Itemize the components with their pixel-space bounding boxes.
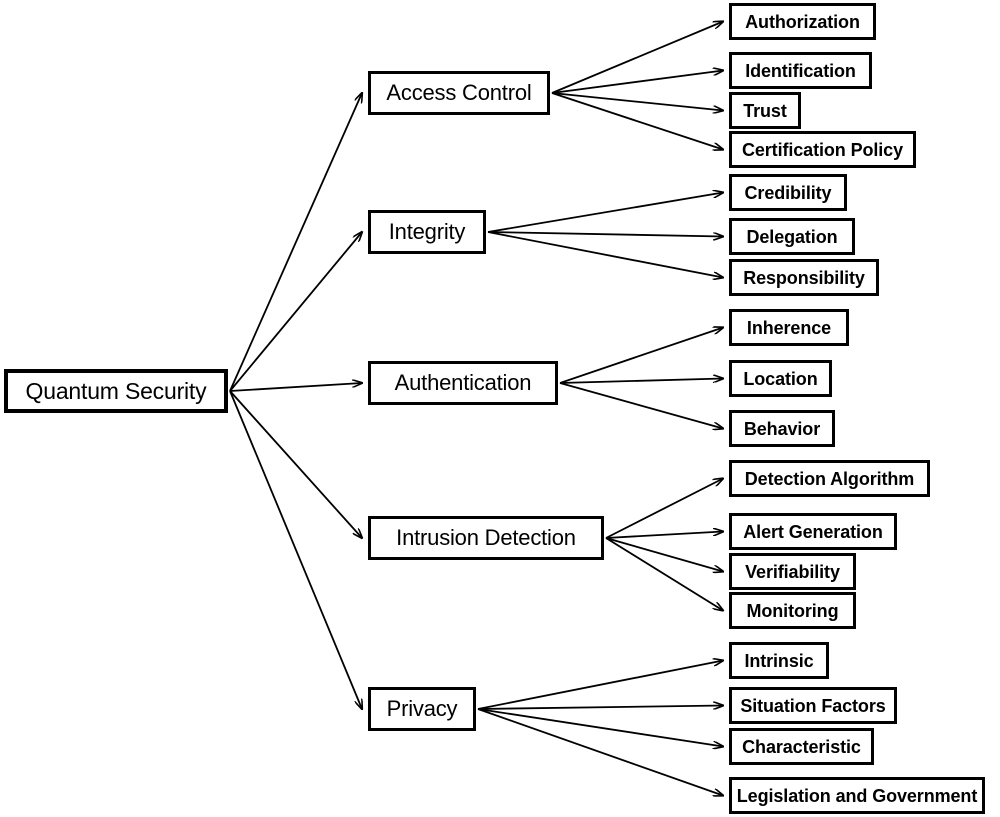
node-label: Alert Generation — [743, 521, 883, 542]
edge-authentication-to-inherence — [559, 328, 723, 384]
edge-intrusion-detection-to-verifiability — [605, 537, 723, 572]
root-node-quantum-security[interactable]: Quantum Security — [4, 369, 228, 413]
node-label: Detection Algorithm — [744, 468, 915, 489]
node-label: Quantum Security — [25, 377, 207, 404]
node-label: Situation Factors — [740, 695, 886, 716]
node-label: Access Control — [386, 80, 532, 105]
edge-access-control-to-trust — [551, 92, 723, 111]
leaf-node-identification[interactable]: Identification — [729, 52, 872, 89]
edge-intrusion-detection-to-monitoring — [605, 537, 723, 611]
node-label: Privacy — [386, 696, 458, 721]
edge-intrusion-detection-to-alert-generation — [605, 532, 723, 539]
leaf-node-trust[interactable]: Trust — [729, 92, 801, 129]
leaf-node-delegation[interactable]: Delegation — [729, 218, 855, 255]
leaf-node-responsibility[interactable]: Responsibility — [729, 259, 879, 296]
edge-root-to-privacy — [229, 390, 362, 709]
leaf-node-credibility[interactable]: Credibility — [729, 174, 847, 211]
branch-node-authentication[interactable]: Authentication — [368, 361, 558, 405]
leaf-node-detection-algorithm[interactable]: Detection Algorithm — [729, 460, 930, 497]
node-label: Characteristic — [742, 736, 861, 757]
node-label: Certification Policy — [741, 139, 904, 160]
edge-privacy-to-situation-factors — [477, 706, 723, 710]
node-label: Trust — [743, 100, 787, 121]
edge-privacy-to-intrinsic — [477, 661, 723, 710]
edge-access-control-to-identification — [551, 71, 723, 94]
node-label: Authorization — [745, 11, 860, 32]
edge-access-control-to-authorization — [551, 22, 723, 94]
leaf-node-situation-factors[interactable]: Situation Factors — [729, 687, 897, 724]
leaf-node-location[interactable]: Location — [729, 360, 832, 397]
edge-access-control-to-certification-policy — [551, 92, 723, 150]
leaf-node-certification-policy[interactable]: Certification Policy — [729, 131, 916, 168]
branch-node-privacy[interactable]: Privacy — [368, 687, 476, 731]
edge-integrity-to-delegation — [487, 231, 723, 237]
edge-root-to-access-control — [229, 93, 362, 392]
node-label: Integrity — [388, 219, 466, 244]
branch-node-intrusion-detection[interactable]: Intrusion Detection — [368, 516, 604, 560]
branch-node-integrity[interactable]: Integrity — [368, 210, 486, 254]
edge-intrusion-detection-to-detection-algorithm — [605, 479, 723, 539]
edge-authentication-to-location — [559, 379, 723, 384]
node-label: Responsibility — [743, 267, 865, 288]
node-label: Intrusion Detection — [396, 525, 576, 550]
leaf-node-verifiability[interactable]: Verifiability — [729, 553, 856, 590]
leaf-node-authorization[interactable]: Authorization — [729, 3, 876, 40]
edge-privacy-to-characteristic — [477, 708, 723, 747]
node-label: Monitoring — [746, 600, 839, 621]
edge-root-to-integrity — [229, 232, 362, 392]
edge-authentication-to-behavior — [559, 382, 723, 429]
node-label: Delegation — [746, 226, 838, 247]
leaf-node-behavior[interactable]: Behavior — [729, 410, 835, 447]
branch-node-access-control[interactable]: Access Control — [368, 71, 550, 115]
node-label: Legislation and Government — [736, 785, 978, 806]
edge-integrity-to-responsibility — [487, 231, 723, 278]
node-label: Credibility — [744, 182, 832, 203]
edge-group — [229, 22, 723, 796]
leaf-node-alert-generation[interactable]: Alert Generation — [729, 513, 897, 550]
edge-integrity-to-credibility — [487, 193, 723, 233]
edge-root-to-intrusion-detection — [229, 390, 362, 538]
edge-privacy-to-legislation-and-government — [477, 708, 723, 796]
node-label: Authentication — [394, 370, 532, 395]
leaf-node-monitoring[interactable]: Monitoring — [729, 592, 856, 629]
node-label: Verifiability — [745, 561, 840, 582]
node-label: Intrinsic — [744, 650, 814, 671]
leaf-node-legislation-and-government[interactable]: Legislation and Government — [729, 777, 985, 814]
leaf-node-intrinsic[interactable]: Intrinsic — [729, 642, 829, 679]
leaf-node-characteristic[interactable]: Characteristic — [729, 728, 874, 765]
edge-root-to-authentication — [229, 383, 362, 392]
leaf-node-inherence[interactable]: Inherence — [729, 309, 849, 346]
node-label: Behavior — [743, 418, 821, 439]
node-label: Identification — [745, 60, 856, 81]
node-label: Inherence — [746, 317, 832, 338]
node-label: Location — [743, 368, 818, 389]
